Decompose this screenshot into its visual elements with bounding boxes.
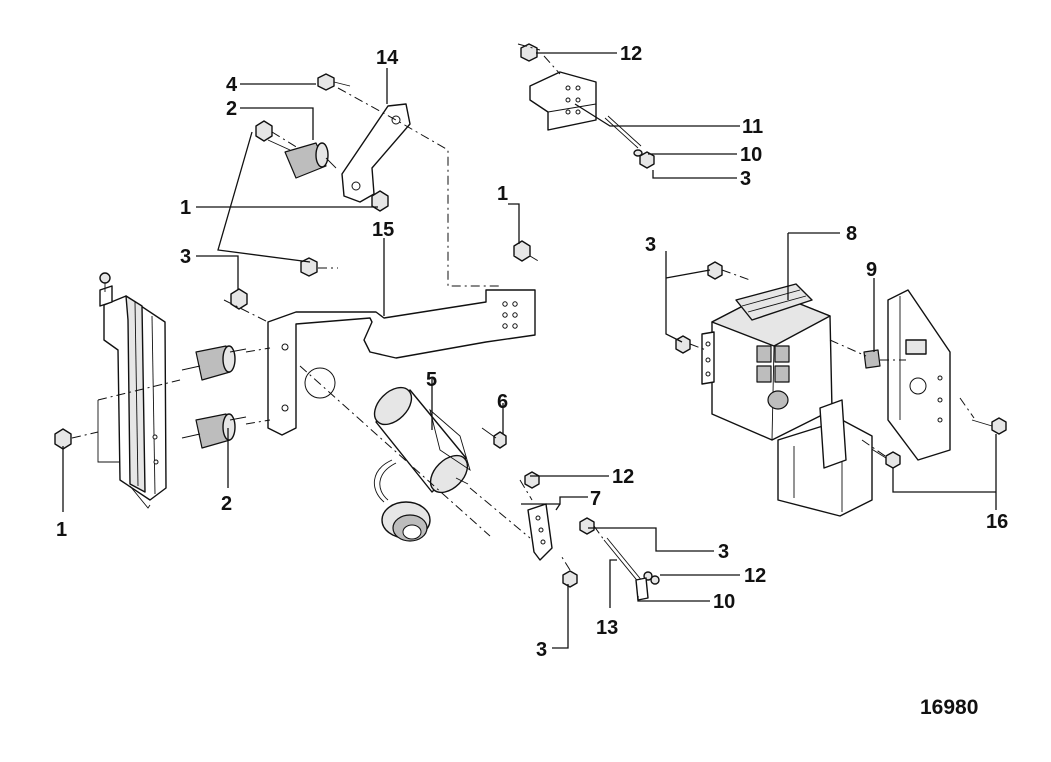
assembly-lines [71,43,975,571]
right-mounting-plate [777,289,951,517]
vertical-mounting-rail [97,272,167,509]
callout-10-top: 10 [740,144,762,166]
callout-3-left: 3 [180,246,191,268]
callout-3-bottom: 3 [536,639,547,661]
callout-16: 16 [986,511,1008,533]
callout-2-upper: 2 [226,98,237,120]
figure-id: 16980 [920,696,978,719]
callout-9: 9 [866,259,877,281]
callout-12-mid: 12 [612,466,634,488]
callout-14: 14 [376,47,399,69]
callout-7: 7 [590,488,601,510]
coil-with-connector [373,386,471,542]
callout-labels: 14 4 2 1 3 15 1 12 11 10 3 8 3 9 5 6 1 2… [56,43,1008,661]
fasteners [54,43,1007,588]
callout-15: 15 [372,219,394,241]
callout-5: 5 [426,369,437,391]
upper-right-bracket [529,71,597,131]
callout-12-top: 12 [620,43,642,65]
callout-10-lower: 10 [713,591,735,613]
callout-3-top: 3 [740,168,751,190]
small-bracket [527,503,649,601]
callout-1-center: 1 [497,183,508,205]
callout-11: 11 [742,116,763,138]
callout-2-lower: 2 [221,493,232,515]
electronic-control-module [701,283,833,441]
callout-4: 4 [226,74,238,96]
callout-6: 6 [497,391,508,413]
main-mounting-bracket [267,289,536,436]
callout-1-left: 1 [56,519,67,541]
upper-link-plate [341,103,411,203]
callout-1-upper: 1 [180,197,191,219]
leader-lines [62,52,997,649]
callout-12-lower: 12 [744,565,766,587]
rubber-isolator-mounts [181,139,337,449]
callout-3-mid: 3 [718,541,729,563]
callout-13: 13 [596,617,618,639]
callout-8: 8 [846,223,857,245]
callout-3-ecm: 3 [645,234,656,256]
